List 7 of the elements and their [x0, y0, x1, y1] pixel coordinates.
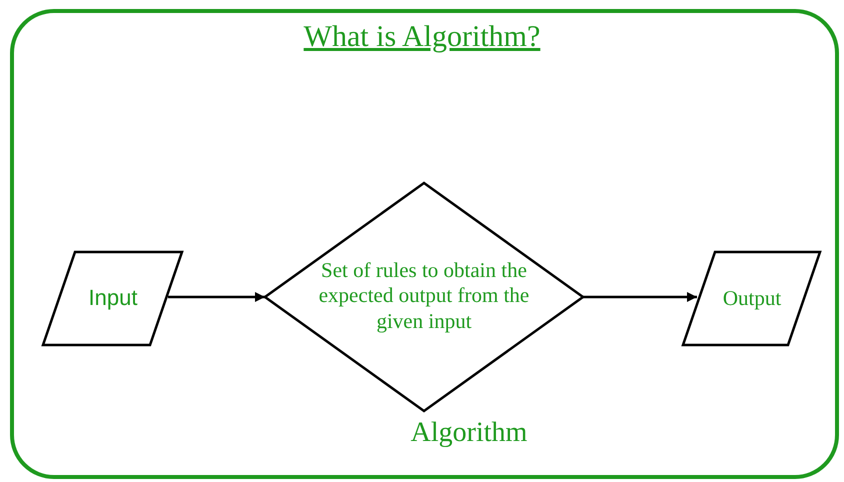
title: What is Algorithm? — [304, 20, 540, 53]
node-label: Input — [88, 285, 138, 312]
arrow — [168, 292, 265, 302]
node-label: Output — [722, 286, 782, 312]
node-label: Set of rules to obtain the expected output from the given input — [318, 258, 530, 334]
caption-label: Algorithm — [410, 417, 528, 449]
arrow — [583, 292, 697, 302]
